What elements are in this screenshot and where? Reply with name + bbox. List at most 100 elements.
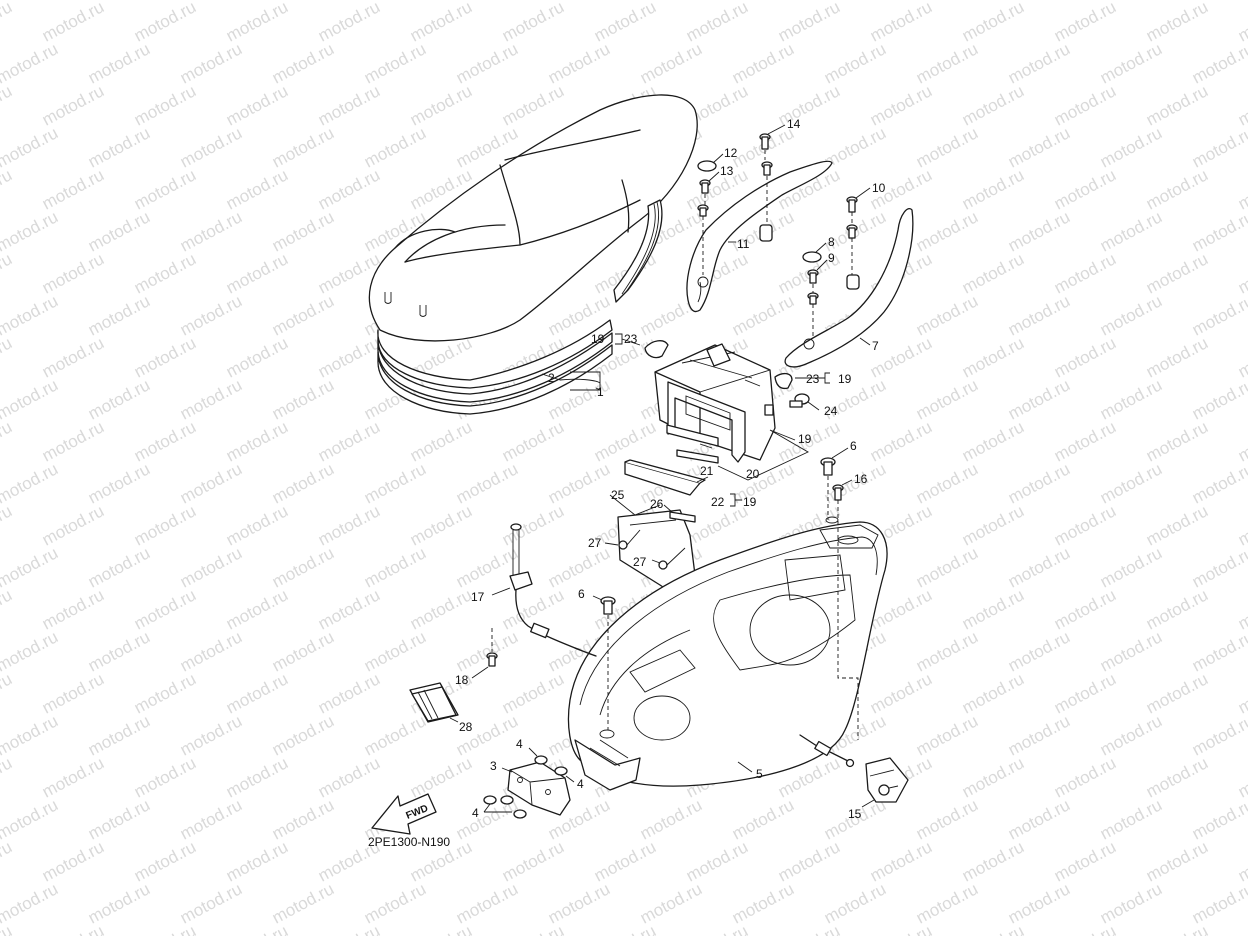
nuts-4-left[interactable] <box>483 795 527 819</box>
seat-callout-bracket <box>541 371 601 391</box>
seat-lock-cable-17[interactable] <box>491 523 597 657</box>
watermark-text: motod.ru <box>1189 39 1248 87</box>
bolt-16[interactable] <box>832 484 844 501</box>
watermark-text: motod.ru <box>637 39 705 87</box>
watermark-text: motod.ru <box>223 753 291 801</box>
bolt-14[interactable] <box>759 133 771 150</box>
watermark-text: motod.ru <box>315 669 383 717</box>
watermark-text: motod.ru <box>453 627 521 675</box>
watermark-text: motod.ru <box>361 627 429 675</box>
watermark-text: motod.ru <box>959 333 1027 381</box>
watermark-text: motod.ru <box>85 459 153 507</box>
watermark-text: motod.ru <box>0 711 61 759</box>
watermark-text: motod.ru <box>131 753 199 801</box>
watermark-text: motod.ru <box>39 333 107 381</box>
bolt-6-right[interactable] <box>820 457 836 476</box>
grab-bar-11[interactable] <box>686 160 833 313</box>
watermark-text: motod.ru <box>177 459 245 507</box>
watermark-text: motod.ru <box>39 585 107 633</box>
watermark-text: motod.ru <box>1005 711 1073 759</box>
watermark-text: motod.ru <box>545 39 613 87</box>
watermark-text: motod.ru <box>1051 585 1119 633</box>
watermark-text: motod.ru <box>1051 249 1119 297</box>
rubber-damper-23-right[interactable] <box>774 372 793 390</box>
screw-27-right[interactable] <box>658 547 686 570</box>
watermark-text: motod.ru <box>315 165 383 213</box>
callout-11: 11 <box>737 237 750 251</box>
watermark-text: motod.ru <box>131 0 199 46</box>
callout-4-right: 4 <box>577 777 584 791</box>
collar-14[interactable] <box>761 161 773 176</box>
seat-lock-15[interactable] <box>799 734 909 808</box>
watermark-text: motod.ru <box>39 0 107 46</box>
callout-20: 20 <box>746 467 760 481</box>
watermark-text: motod.ru <box>959 837 1027 885</box>
watermark-text: motod.ru <box>1189 711 1248 759</box>
bolt-9[interactable] <box>807 269 819 305</box>
watermark-text: motod.ru <box>1235 837 1248 885</box>
watermark-text: motod.ru <box>223 837 291 885</box>
watermark-text: motod.ru <box>1005 543 1073 591</box>
callout-19-c: 19 <box>798 432 812 446</box>
pad-21[interactable] <box>676 449 719 464</box>
watermark-text: motod.ru <box>0 291 61 339</box>
washer-12-cap[interactable] <box>697 160 717 172</box>
pad-20[interactable] <box>666 424 719 447</box>
watermark-text: motod.ru <box>361 879 429 927</box>
pad-22[interactable] <box>624 459 706 496</box>
watermark-text: motod.ru <box>39 417 107 465</box>
bolt-10[interactable] <box>846 196 858 239</box>
watermark-text: motod.ru <box>775 837 843 885</box>
watermark-text: motod.ru <box>39 921 107 936</box>
bolt-24[interactable] <box>789 393 810 408</box>
callout-18: 18 <box>455 673 469 687</box>
watermark-text: motod.ru <box>1189 291 1248 339</box>
watermark-text: motod.ru <box>315 417 383 465</box>
watermark-text: motod.ru <box>407 81 475 129</box>
watermark-text: motod.ru <box>729 39 797 87</box>
callout-10: 10 <box>872 181 886 195</box>
callout-14: 14 <box>787 117 801 131</box>
watermark-text: motod.ru <box>269 207 337 255</box>
watermark-text: motod.ru <box>775 921 843 936</box>
nut-4-right[interactable] <box>554 766 568 776</box>
watermark-text: motod.ru <box>1189 543 1248 591</box>
seal-strip-25[interactable] <box>669 511 696 523</box>
bolt-18[interactable] <box>471 628 498 679</box>
luggage-box[interactable] <box>567 516 888 791</box>
callout-26: 26 <box>650 497 664 511</box>
rubber-damper-23-left[interactable] <box>644 340 669 359</box>
watermark-text: motod.ru <box>1051 81 1119 129</box>
watermark-text: motod.ru <box>85 795 153 843</box>
watermark-text: motod.ru <box>775 81 843 129</box>
watermark-text: motod.ru <box>131 501 199 549</box>
bolt-13[interactable] <box>697 179 711 217</box>
bolt-6-left[interactable] <box>600 596 616 615</box>
hinge-bracket-3[interactable] <box>507 761 571 816</box>
watermark-text: motod.ru <box>85 879 153 927</box>
watermark-text: motod.ru <box>1189 459 1248 507</box>
screw-27-left[interactable] <box>618 529 641 550</box>
nut-4-top[interactable] <box>534 755 548 765</box>
callout-17: 17 <box>471 590 485 604</box>
watermark-text: motod.ru <box>1143 501 1211 549</box>
watermark-text: motod.ru <box>959 921 1027 936</box>
watermark-text: motod.ru <box>1235 585 1248 633</box>
watermark-text: motod.ru <box>269 291 337 339</box>
watermark-text: motod.ru <box>1051 921 1119 936</box>
watermark-text: motod.ru <box>1097 207 1165 255</box>
watermark-text: motod.ru <box>913 207 981 255</box>
watermark-text: motod.ru <box>499 837 567 885</box>
cap-8[interactable] <box>802 251 822 263</box>
watermark-text: motod.ru <box>177 39 245 87</box>
box-leaders <box>615 333 830 507</box>
watermark-text: motod.ru <box>1235 0 1248 46</box>
watermark-text: motod.ru <box>729 879 797 927</box>
callout-19-b: 19 <box>838 372 852 386</box>
owners-manual-28[interactable] <box>409 682 459 723</box>
grab-bar-7[interactable] <box>784 208 914 368</box>
watermark-text: motod.ru <box>1051 501 1119 549</box>
seat[interactable] <box>368 94 698 415</box>
watermark-text: motod.ru <box>1143 417 1211 465</box>
watermark-text: motod.ru <box>223 333 291 381</box>
